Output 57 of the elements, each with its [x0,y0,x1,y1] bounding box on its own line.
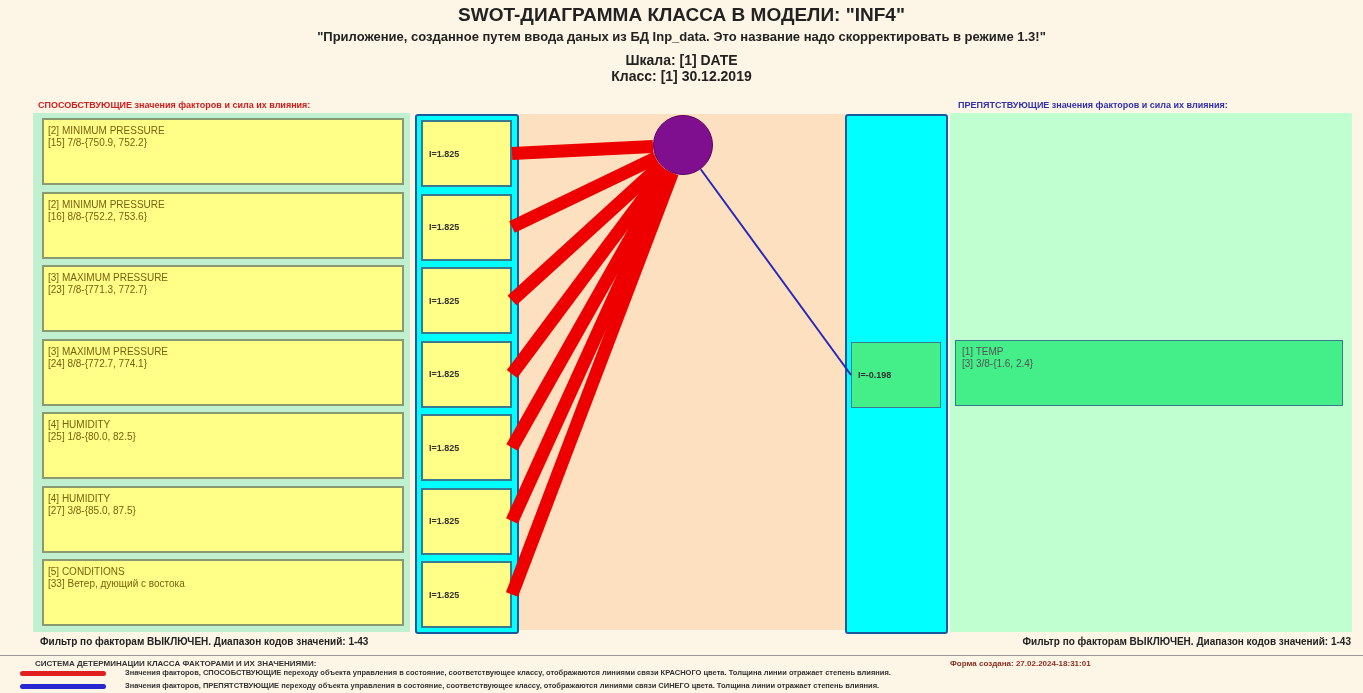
factor-value: [33] Ветер, дующий с востока [48,578,186,590]
factor-name: [4] HUMIDITY [48,419,112,431]
factor-value: [23] 7/8-{771.3, 772.7} [48,284,148,296]
column-panel [845,114,948,634]
value-box [421,193,512,261]
factor-box [42,265,404,332]
panel-heading: ПРЕПЯТСТВУЮЩИЕ значения факторов и сила их влияния: [958,100,1228,110]
connector-line [511,140,654,160]
scale-label: Шкала: [1] DATE [624,52,739,68]
factor-name: [5] CONDITIONS [48,566,126,578]
value-text: I=1.825 [429,369,460,379]
value-text: I=1.825 [429,589,460,600]
column-panel [415,114,519,634]
factor-panel [33,113,410,632]
value-box [421,340,512,408]
panel-heading: СПОСОБСТВУЮЩИЕ значения факторов и сила их влияния: [38,100,311,110]
factor-box [955,340,1343,406]
factor-value: [27] 3/8-{85.0, 87.5} [48,504,137,517]
factor-box [42,191,404,259]
value-box [421,414,512,481]
factor-name: [2] MINIMUM PRESSURE [48,125,166,137]
value-box [851,342,941,408]
value-box [421,561,512,628]
factor-box [42,559,404,626]
factor-box [42,118,404,185]
factor-name: [1] TEMP [962,346,1005,358]
connector-line [509,152,659,233]
factor-panel [950,113,1352,632]
factor-box [42,485,404,553]
factor-name: [3] MAXIMUM PRESSURE [48,345,170,358]
value-text: I=1.825 [429,222,460,232]
creation-date: Форма создана: 27.02.2024-18:31:01 [950,659,1091,668]
value-text: I=1.825 [429,148,460,159]
factor-value: [25] 1/8-{80.0, 82.5} [48,431,137,443]
filter-note: Фильтр по факторам ВЫКЛЮЧЕН. Диапазон кодов значений: 1-43 [40,636,369,647]
value-box [421,120,512,187]
subtitle: "Приложение, созданное путем ввода даных из БД Inp_data. Это название надо скорректировать в режиме 1.3!" [316,29,1047,44]
value-box [421,487,512,555]
value-text: I=1.825 [429,295,460,306]
factor-box [42,338,404,406]
factor-value: [15] 7/8-{750.9, 752.2} [48,137,148,149]
factor-value: [16] 8/8-{752.2, 753.6} [48,210,148,223]
factor-value: [3] 3/8-{1.6, 2.4} [962,358,1035,370]
factor-name: [2] MINIMUM PRESSURE [48,198,166,211]
factor-name: [3] MAXIMUM PRESSURE [48,272,170,284]
class-label: Класс: [1] 30.12.2019 [610,68,753,84]
value-text: I=1.825 [429,442,460,453]
value-text: I=1.825 [429,516,460,526]
factor-name: [4] HUMIDITY [48,492,112,505]
diagram-title: SWOT-ДИАГРАММА КЛАССА В МОДЕЛИ: "INF4" [457,4,906,26]
filter-note: Фильтр по факторам ВЫКЛЮЧЕН. Диапазон кодов значений: 1-43 [1022,636,1351,647]
factor-box [42,412,404,479]
connector-line [699,168,852,376]
value-box [421,267,512,334]
factor-value: [24] 8/8-{772.7, 774.1} [48,357,148,370]
legend-heading: СИСТЕМА ДЕТЕРМИНАЦИИ КЛАССА ФАКТОРАМИ И ИХ ЗНАЧЕНИЯМИ: [35,659,317,668]
value-text: I=-0.198 [858,370,892,380]
